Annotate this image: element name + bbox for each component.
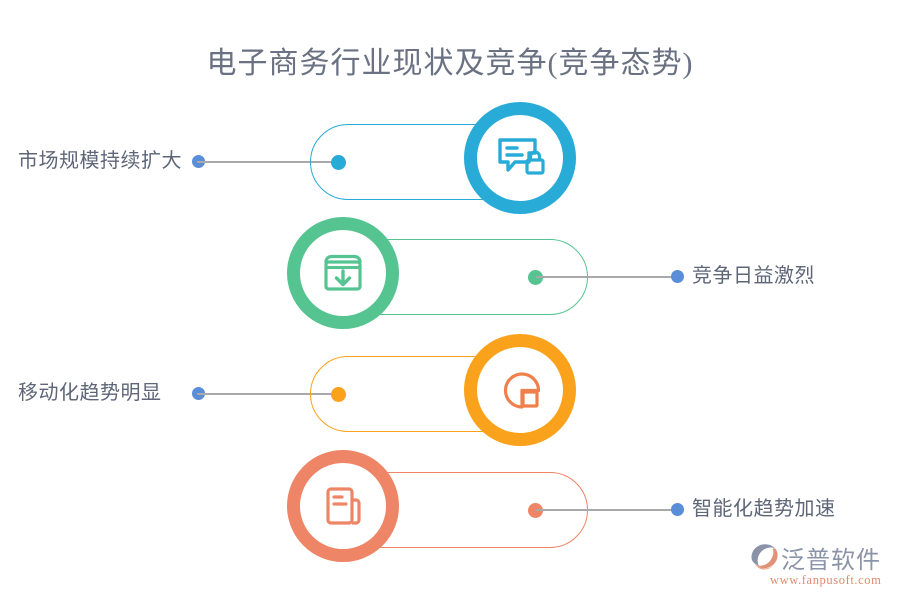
documents-icon [315,478,371,534]
message-lock-icon [491,129,549,187]
row-pill-dot-4 [528,503,543,518]
row-label-2: 竞争日益激烈 [692,265,815,287]
infographic-row-4: 智能化趋势加速 [0,450,900,570]
row-icon-ring-3[interactable] [464,334,576,446]
pie-chart-square-icon [492,362,548,418]
row-pill-dot-2 [528,270,543,285]
row-label-4: 智能化趋势加速 [692,498,836,520]
infographic-row-2: 竞争日益激烈 [0,217,900,337]
row-label-3: 移动化趋势明显 [18,382,162,404]
row-label-1: 市场规模持续扩大 [18,150,182,172]
infographic-row-3: 移动化趋势明显 [0,334,900,454]
row-connector-2 [536,276,678,279]
archive-box-download-icon [315,245,371,301]
brand-name: 泛普软件 [781,547,881,574]
row-pill-dot-1 [331,155,346,170]
row-icon-ring-4[interactable] [287,450,399,562]
row-connector-1 [197,161,341,164]
brand-url: www.fanpusoft.com [770,573,882,587]
fanpu-swoosh-logo-icon [748,543,779,572]
row-end-dot-2 [671,270,684,283]
row-connector-3 [197,393,341,396]
row-icon-ring-2[interactable] [287,217,399,329]
row-icon-ring-1[interactable] [464,102,576,214]
row-pill-dot-3 [331,387,346,402]
infographic-row-1: 市场规模持续扩大 [0,102,900,222]
row-end-dot-4 [671,503,684,516]
row-connector-4 [536,509,678,512]
brand-logo[interactable]: 泛普软件 www.fanpusoft.com [748,542,890,592]
page-title: 电子商务行业现状及竞争(竞争态势) [206,47,694,80]
